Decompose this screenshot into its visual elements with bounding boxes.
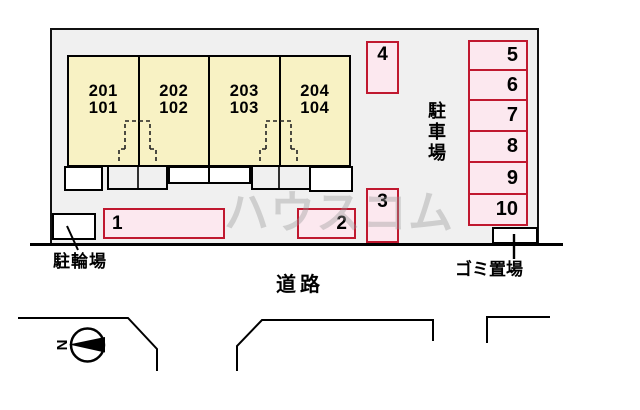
bicycle-parking-label: 駐輪場 [53,252,107,271]
road-curb-line-middle [236,319,434,371]
compass: N [54,327,106,363]
watermark: ハウスコム [224,187,455,238]
parking-space-8: 8 [468,130,528,163]
road-curb-line-right [486,316,550,343]
parking-space-4: 4 [366,41,399,94]
parking-lot-label: 駐車場 [426,101,446,164]
compass-circle [69,327,106,363]
building-mid-box-left [168,166,210,184]
parking-space-7: 7 [468,99,528,132]
road-label: 道路 [276,274,324,296]
parking-space-2: 2 [297,208,356,239]
garbage-area-label: ゴミ置場 [455,260,523,279]
building-end-box-left [64,166,103,191]
parking-space-6: 6 [468,69,528,101]
parking-space-1: 1 [103,208,225,239]
road-curb-line-left [18,317,158,371]
parking-space-10: 10 [468,193,528,226]
building-end-box-right [309,166,353,192]
north-arrow-icon [69,337,105,353]
parking-space-9: 9 [468,161,528,195]
bicycle-parking-box [52,213,96,240]
parking-space-5: 5 [468,40,528,71]
entrance-porch-1 [107,164,168,190]
parking-space-3: 3 [366,188,399,243]
north-label: N [54,340,71,351]
garbage-area-box [492,227,538,244]
